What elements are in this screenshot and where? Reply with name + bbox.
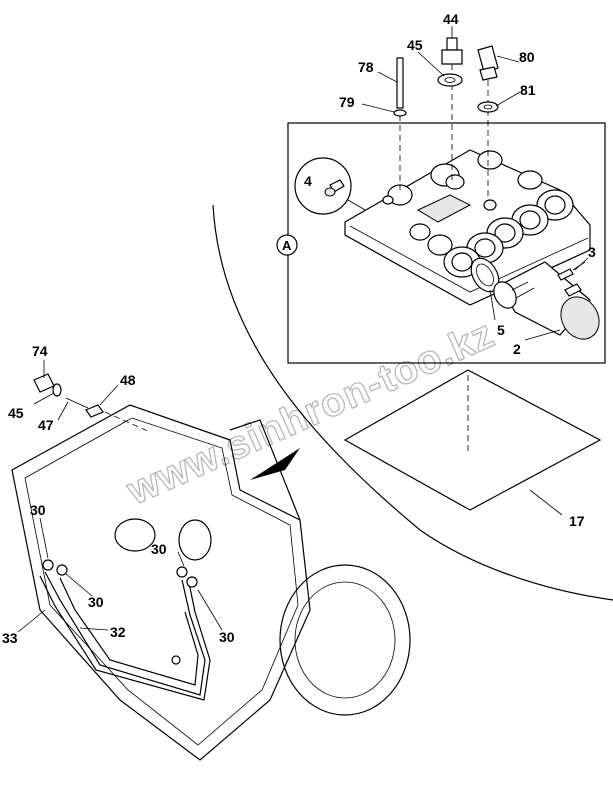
detail-marker-a: A [276, 234, 298, 256]
callout-33: 33 [2, 630, 18, 646]
leader-lines [17, 26, 589, 633]
callout-48: 48 [120, 372, 136, 388]
magnifier-arc [212, 204, 613, 601]
plate-17 [343, 369, 602, 511]
callout-47: 47 [38, 417, 54, 433]
callout-45-top: 45 [407, 37, 423, 53]
callout-78: 78 [358, 59, 374, 75]
callout-labels: 44 45 80 78 81 79 4 3 5 2 17 74 48 45 47… [2, 11, 596, 646]
part-4-inset [294, 157, 401, 231]
washer-45-top [437, 73, 463, 87]
callout-30-c: 30 [151, 541, 167, 557]
valve-block [344, 149, 591, 306]
pointer-wedge [250, 448, 300, 480]
callout-3: 3 [588, 244, 596, 260]
callout-45-left: 45 [8, 405, 24, 421]
callout-30-d: 30 [219, 629, 235, 645]
plug-74 [33, 373, 62, 397]
washer-79 [393, 109, 407, 117]
washer-81 [477, 101, 499, 113]
callout-2: 2 [513, 341, 521, 357]
callout-79: 79 [339, 94, 355, 110]
callout-44: 44 [443, 11, 459, 27]
callout-30-b: 30 [88, 594, 104, 610]
callout-5: 5 [497, 322, 505, 338]
svg-text:A: A [282, 238, 292, 253]
callout-32: 32 [110, 624, 126, 640]
callout-81: 81 [520, 82, 536, 98]
sensor-44 [441, 37, 463, 180]
callout-30-a: 30 [30, 502, 46, 518]
sensor-80 [477, 45, 499, 200]
solenoid-2 [493, 261, 600, 340]
callout-80: 80 [519, 49, 535, 65]
fitting-48 [65, 397, 151, 433]
bolt-78 [396, 57, 404, 190]
callout-4: 4 [304, 173, 312, 189]
transmission-casing [11, 404, 411, 761]
callout-74: 74 [32, 343, 48, 359]
pipe-32-33 [39, 559, 211, 701]
callout-17: 17 [569, 513, 585, 529]
